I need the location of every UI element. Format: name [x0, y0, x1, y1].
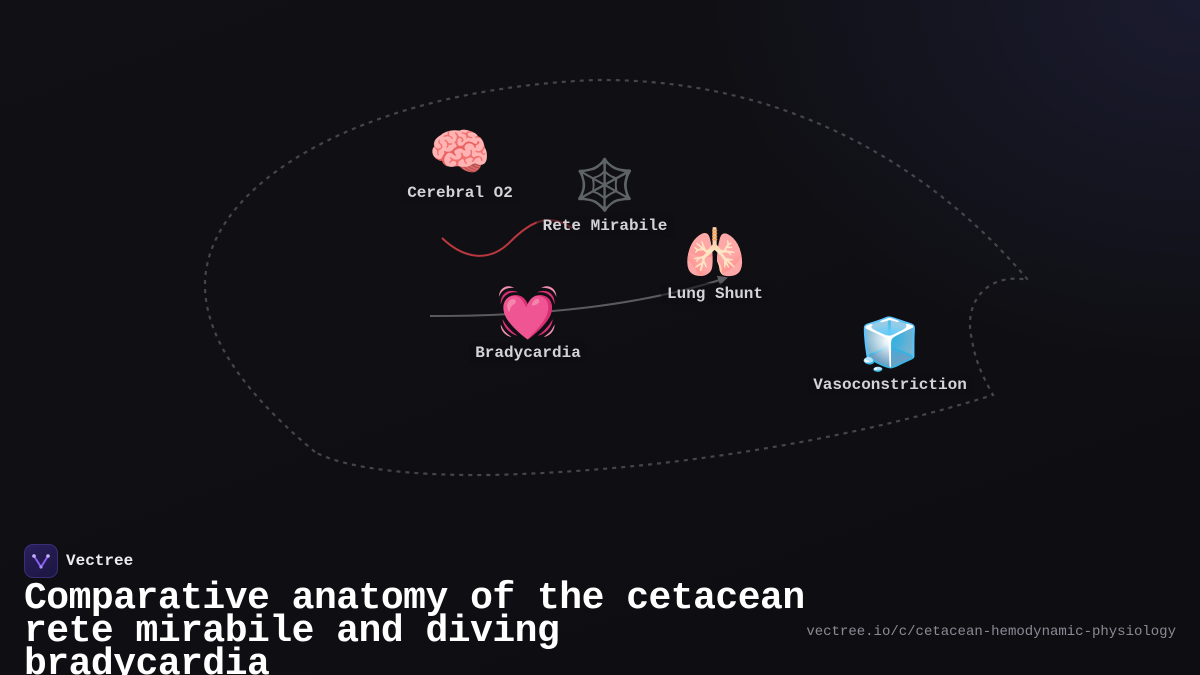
node-vasoconstriction[interactable]: 🧊 Vasoconstriction — [807, 316, 973, 396]
source-url[interactable]: vectree.io/c/cetacean-hemodynamic-physio… — [806, 624, 1176, 640]
node-label: Bradycardia — [469, 342, 587, 364]
ice-cube-icon: 🧊 — [858, 315, 922, 373]
node-bradycardia[interactable]: 💓 Bradycardia — [469, 284, 587, 364]
page-title: Comparative anatomy of the cetacean rete… — [24, 577, 805, 675]
node-label: Cerebral O2 — [401, 182, 519, 204]
node-label: Vasoconstriction — [807, 374, 973, 396]
node-label: Lung Shunt — [660, 283, 770, 305]
brain-icon: 🧠 — [428, 123, 492, 181]
node-cerebral-o2[interactable]: 🧠 Cerebral O2 — [401, 124, 519, 204]
node-rete-mirabile[interactable]: 🕸️ Rete Mirabile — [536, 156, 674, 237]
vectree-logo-icon — [24, 544, 58, 578]
node-label: Rete Mirabile — [536, 215, 674, 237]
node-lung-shunt[interactable]: 🫁 Lung Shunt — [660, 224, 770, 305]
beating-heart-icon: 💓 — [496, 283, 560, 341]
lungs-icon: 🫁 — [683, 224, 747, 282]
brand[interactable]: Vectree — [24, 544, 133, 578]
brand-name: Vectree — [66, 552, 134, 570]
web-icon: 🕸️ — [573, 156, 637, 214]
cluster-boundary — [203, 78, 1031, 477]
